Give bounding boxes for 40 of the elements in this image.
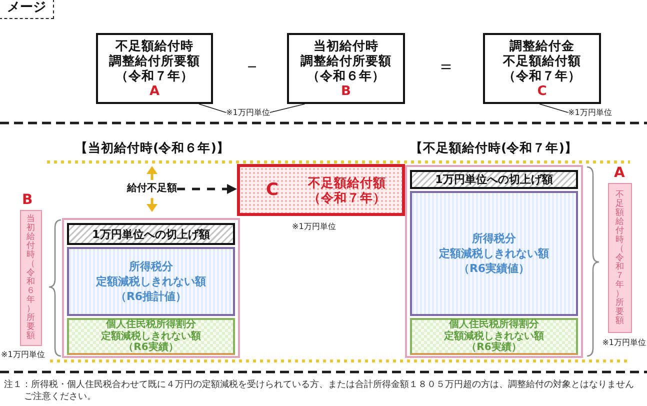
leader-line bbox=[539, 104, 568, 113]
variable-letter: A bbox=[149, 84, 160, 99]
dashed-arrow bbox=[177, 184, 237, 194]
unit-note: ※1万円単位 bbox=[602, 337, 646, 348]
minus-sign: － bbox=[243, 57, 261, 77]
unit-note: ※1万円単位 bbox=[292, 221, 336, 232]
amount-text: 調整給付金不足額給付額（令和７年） bbox=[503, 38, 581, 83]
variable-letter: C bbox=[266, 181, 278, 199]
stack-frame bbox=[405, 165, 583, 358]
variable-letter: C bbox=[537, 84, 547, 99]
unit-note: ※1万円単位 bbox=[1, 349, 45, 360]
variable-letter: B bbox=[22, 193, 33, 208]
footnote-text: 注１：所得税・個人住民税合わせて既に４万円の定額減税を受けられている方、または合計所得金額１８０５万円超の方は、調整給付の対象とはなりませんご注意ください。 bbox=[4, 379, 635, 403]
leader-line bbox=[269, 104, 306, 113]
unit-note: ※1万円単位 bbox=[568, 107, 612, 118]
leader-line bbox=[198, 104, 226, 113]
shortfall-box bbox=[237, 164, 405, 216]
amount-text: 不足額給付額（令和７年） bbox=[308, 175, 386, 205]
required-amount-box: 不足額給付時（令和７年）所要額 bbox=[608, 183, 632, 333]
required-amount-box: 当初給付時（令和６年）所要額 bbox=[20, 210, 42, 346]
formula-box bbox=[287, 33, 405, 104]
amount-text: 不足額給付時調整給付所要額（令和７年） bbox=[109, 38, 200, 83]
resident-tax-box: 個人住民税所得割分定額減税しきれない額（R6実績） bbox=[67, 318, 235, 355]
stack-frame bbox=[62, 218, 240, 358]
income-tax-box: 所得税分定額減税しきれない額（R6実績値） bbox=[410, 191, 578, 316]
variable-letter: B bbox=[341, 84, 351, 99]
section-heading: 【不足額給付時(令和７年)】 bbox=[410, 140, 578, 155]
resident-tax-box: 個人住民税所得割分定額減税しきれない額（R6実績） bbox=[410, 318, 578, 355]
equals-sign: ＝ bbox=[437, 57, 455, 77]
income-tax-box: 所得税分定額減税しきれない額（R6推計値） bbox=[67, 247, 235, 316]
diagram-title: メージ bbox=[0, 0, 54, 19]
section-heading: 【当初給付時(令和６年)】 bbox=[75, 140, 230, 155]
formula-box bbox=[483, 33, 601, 104]
amount-text: 当初給付時調整給付所要額（令和６年） bbox=[300, 38, 392, 83]
unit-note: ※1万円単位 bbox=[226, 107, 270, 118]
formula-box bbox=[96, 33, 213, 104]
shortfall-label: 給付不足額 bbox=[127, 183, 177, 195]
rounding-up-box: 1万円単位への切上げ額 bbox=[67, 223, 235, 245]
variable-letter: A bbox=[614, 166, 625, 181]
rounding-up-box: 1万円単位への切上げ額 bbox=[410, 170, 578, 189]
